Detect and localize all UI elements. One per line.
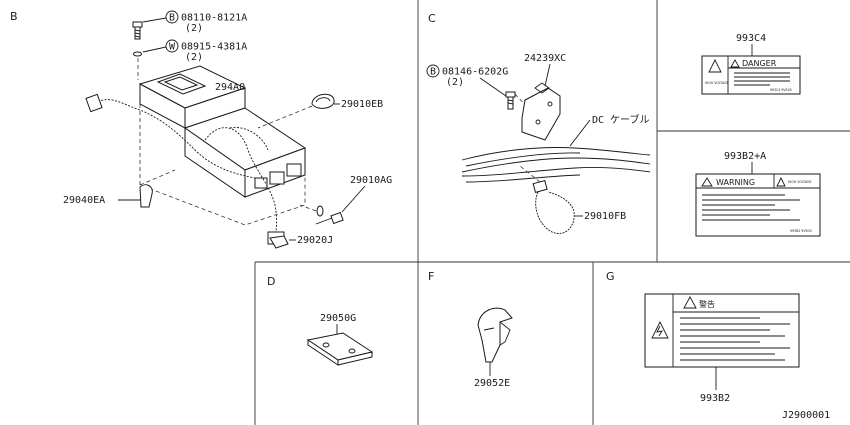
bolt-1-number: 08110-8121A xyxy=(181,13,247,24)
label-993c4-plate xyxy=(701,55,801,95)
clip-e-icon xyxy=(477,307,513,363)
section-d-label: D xyxy=(267,275,275,288)
bracket-j-label: 29020J xyxy=(297,235,333,246)
bolt-ag-label: 29010AG xyxy=(350,175,392,186)
wire-harness xyxy=(97,99,256,179)
clip-eb-label: 29010EB xyxy=(341,99,383,110)
bracket-xc-label: 24239XC xyxy=(524,53,566,64)
warning-triangle-icon xyxy=(776,176,786,187)
dc-cable-icon xyxy=(461,147,651,183)
warning-triangle-icon xyxy=(701,177,713,187)
clip-e-label: 29052E xyxy=(474,378,510,389)
label-993b2a-code: 993B2 9V500 xyxy=(790,229,812,233)
section-b-label: B xyxy=(10,10,18,23)
bolt-ag-icon xyxy=(315,205,344,225)
label-993c4-code: 993C4 9V500 xyxy=(770,88,792,92)
label-993c4-part: 993C4 xyxy=(736,33,766,44)
section-c-label: C xyxy=(428,12,436,25)
bolt-symbol-circle xyxy=(165,10,179,24)
section-b: B 08110-8121A (2) W 08915-4381A (2) xyxy=(63,10,392,249)
washer-1-number: 08915-4381A xyxy=(181,42,247,53)
section-g: 警告 993B2 xyxy=(644,293,800,404)
harness-connector-left xyxy=(85,93,103,113)
diagram-id: J2900001 xyxy=(782,410,830,421)
warning-triangle-icon xyxy=(730,59,740,68)
bolt-1-prefix: B xyxy=(169,13,175,24)
bolt-icon xyxy=(132,21,143,40)
bolt-2-prefix: B xyxy=(430,67,436,78)
section-f-label: F xyxy=(428,270,434,283)
label-993b2a-side-text: HIGH VOLTAGE xyxy=(788,180,812,184)
washer-icon xyxy=(133,51,142,57)
warning-triangle-icon xyxy=(708,58,722,73)
section-f: 29052E xyxy=(474,307,513,389)
section-g-label: G xyxy=(606,270,615,283)
warning-triangle-icon xyxy=(683,296,697,309)
label-993b2a: 993B2+A WARNING HIGH VOLTAGE 993B2 9V500 xyxy=(695,151,821,237)
inverter-assembly xyxy=(138,65,307,198)
plate-g-icon xyxy=(306,332,374,366)
section-d: 29050G xyxy=(306,313,374,366)
bolt-2-qty: (2) xyxy=(446,77,464,88)
bolt-2-symbol-circle xyxy=(426,64,440,78)
high-voltage-triangle-icon xyxy=(651,320,669,339)
bracket-j-icon xyxy=(269,235,289,249)
bolt-2-icon xyxy=(505,91,516,110)
bolt-2-number: 08146-6202G xyxy=(442,67,508,78)
clamp-fb-icon xyxy=(532,179,575,234)
bolt-1-qty: (2) xyxy=(185,23,203,34)
washer-1-prefix: W xyxy=(169,42,176,53)
label-993c4: 993C4 DANGER HIGH VOLTAGE 993C4 9V500 xyxy=(701,33,801,95)
dc-cable-label: DC ケーブル xyxy=(592,113,649,126)
section-c: B 08146-6202G (2) 24239XC DC ケ xyxy=(426,53,651,234)
label-993c4-side-text: HIGH VOLTAGE xyxy=(705,81,729,85)
washer-symbol-circle xyxy=(165,39,179,53)
label-993b2a-header: WARNING xyxy=(716,178,755,187)
label-993b2-plate xyxy=(644,293,800,368)
clip-eb-icon xyxy=(311,93,335,109)
label-993c4-header: DANGER xyxy=(742,59,777,68)
label-993b2-header: 警告 xyxy=(699,299,715,309)
bracket-ea-icon xyxy=(139,184,153,208)
inverter-label: 294A0 xyxy=(215,82,245,93)
plate-g-label: 29050G xyxy=(320,313,356,324)
bracket-xc-icon xyxy=(521,82,561,141)
bracket-ea-label: 29040EA xyxy=(63,195,105,206)
label-993b2-part: 993B2 xyxy=(700,393,730,404)
label-993b2a-part: 993B2+A xyxy=(724,151,766,162)
washer-1-qty: (2) xyxy=(185,52,203,63)
clamp-fb-label: 29010FB xyxy=(584,211,626,222)
panel-dividers xyxy=(254,0,850,425)
